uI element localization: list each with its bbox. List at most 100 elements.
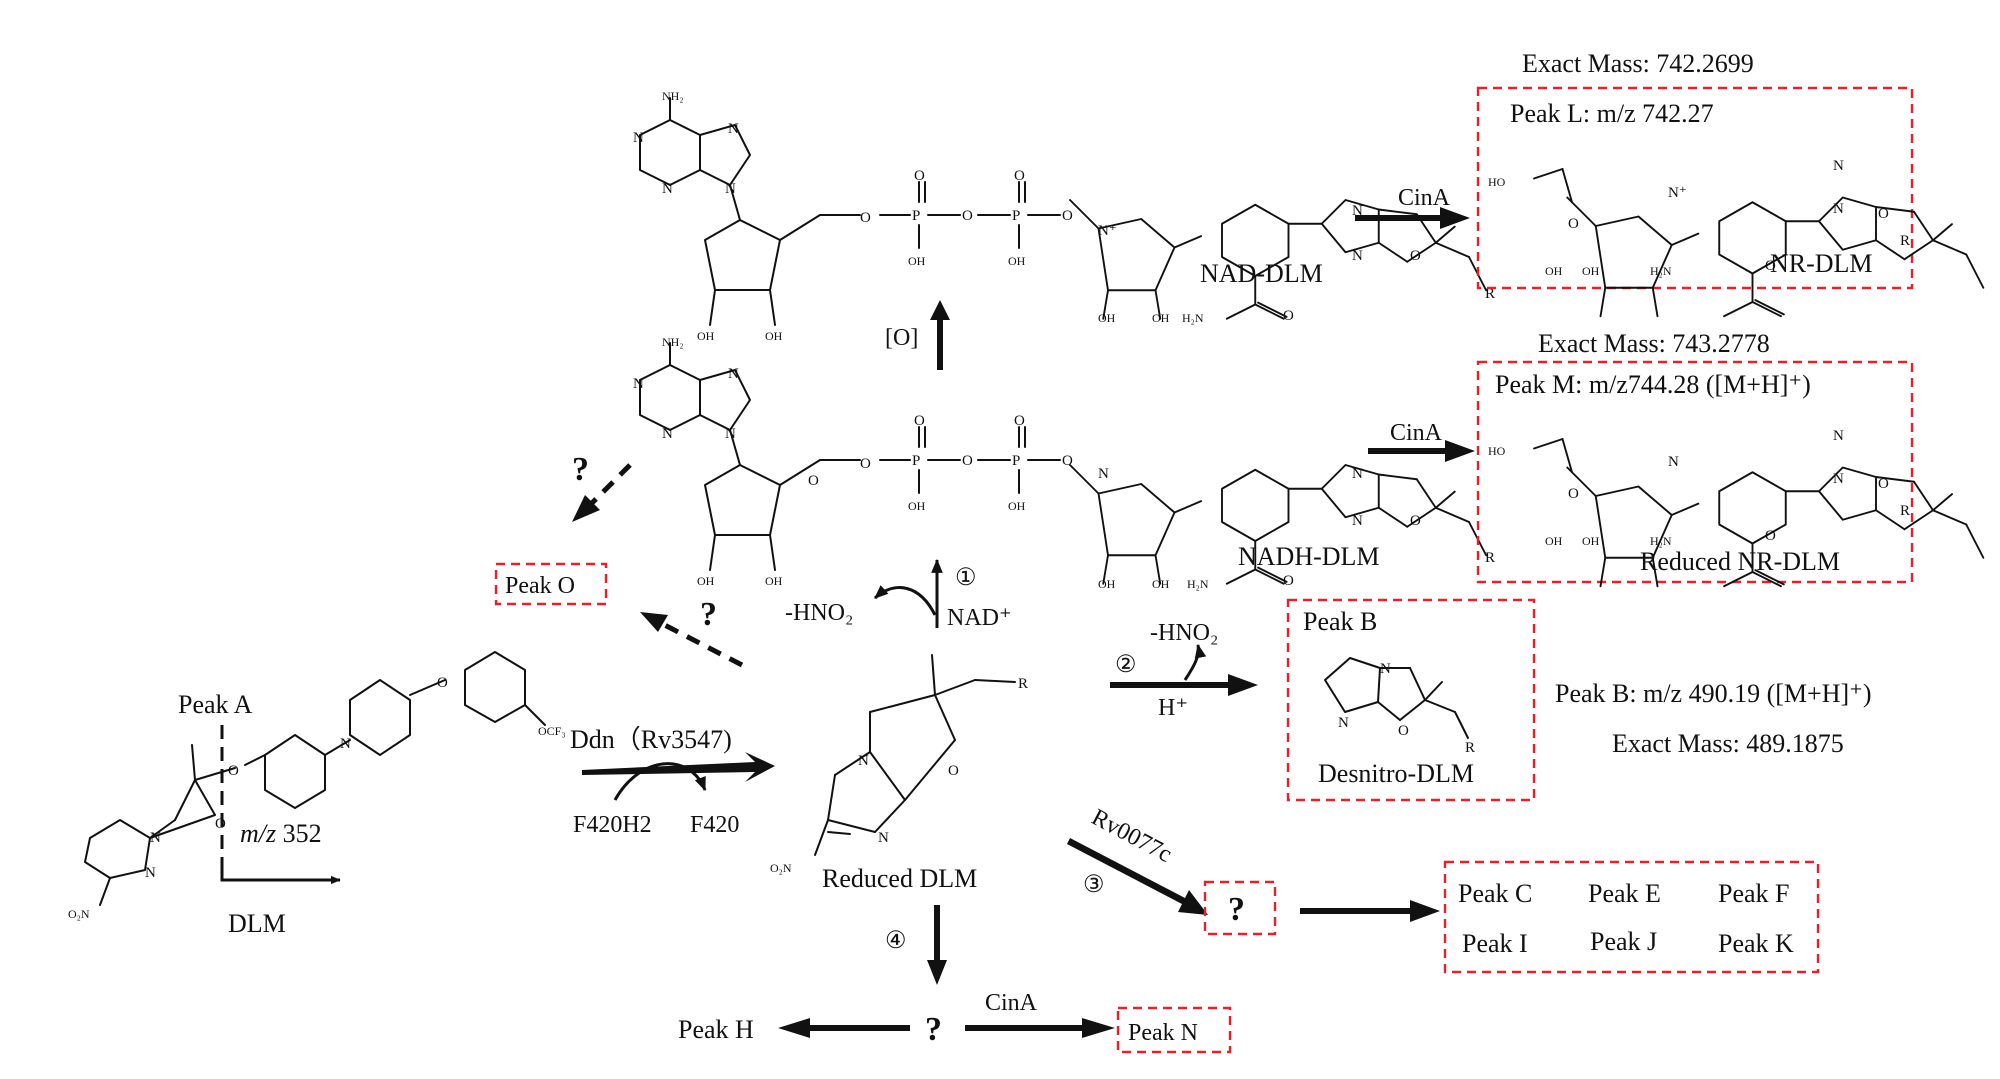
nad-nh2-atom: NH₂ bbox=[662, 89, 684, 103]
nad-amide-o: O bbox=[1283, 308, 1294, 324]
nad-n3-atom: N bbox=[728, 121, 739, 137]
f420-curved-arrow bbox=[613, 762, 707, 801]
unknown-box-step3 bbox=[1203, 880, 1277, 936]
nr-amide-o: O bbox=[1765, 258, 1776, 274]
cina-label-top: CinA bbox=[1398, 185, 1451, 211]
nr-imid-o: O bbox=[1878, 206, 1889, 222]
rnr-h2n: H₂N bbox=[1650, 534, 1672, 548]
nad-p1: P bbox=[912, 208, 920, 224]
mz352-label: m/z 352 bbox=[240, 819, 322, 848]
hno2-label-2: -HNO₂ bbox=[1150, 620, 1218, 646]
nadh-oh-2: OH bbox=[765, 574, 783, 588]
nad-oh-1: OH bbox=[697, 329, 715, 343]
step3-marker: ③ bbox=[1083, 872, 1105, 898]
cina-label-mid: CinA bbox=[1390, 420, 1443, 446]
nad-n1-atom: N bbox=[633, 130, 644, 146]
peak-f-label: Peak F bbox=[1718, 879, 1790, 908]
nad-o3: O bbox=[1062, 208, 1073, 224]
nadh-oh-1: OH bbox=[697, 574, 715, 588]
mz352-value: 352 bbox=[283, 819, 322, 848]
nr-r-atom: R bbox=[1900, 233, 1910, 249]
desnitro-box bbox=[1286, 598, 1536, 802]
nr-dlm-label: NR-DLM bbox=[1770, 249, 1873, 278]
nadh-n3-atom: N bbox=[728, 366, 739, 382]
mz352-arrow bbox=[220, 860, 341, 885]
nad-plus-label: NAD⁺ bbox=[947, 605, 1012, 631]
nad-oh-4: OH bbox=[1152, 311, 1170, 325]
peak-c-label: Peak C bbox=[1458, 879, 1532, 908]
f420-label: F420 bbox=[690, 812, 739, 838]
peak-m-label: Peak M: m/z744.28 ([M+H]⁺) bbox=[1495, 370, 1811, 399]
nr-dlm-atoms: HO O N⁺ OH OH H₂N O N N O R bbox=[1488, 158, 1910, 278]
dlm-n2-atom: N bbox=[145, 865, 156, 881]
nadh-oh-p2: OH bbox=[1008, 499, 1026, 513]
nadh-imid-o: O bbox=[1410, 513, 1421, 529]
rnr-o-ring: O bbox=[1568, 486, 1579, 502]
dlm-o3-atom: O bbox=[437, 675, 448, 691]
nadh-n-nic: N bbox=[1098, 466, 1109, 482]
rnr-imid-n2: N bbox=[1833, 471, 1844, 487]
nadh-n1-atom: N bbox=[633, 376, 644, 392]
nadh-amide-o: O bbox=[1283, 573, 1294, 589]
cina-arrow-mid bbox=[1368, 440, 1475, 462]
reduced-o2n-atom: O₂N bbox=[770, 861, 792, 875]
desnitro-r: R bbox=[1465, 740, 1475, 756]
question-mark-step3: ? bbox=[1228, 891, 1245, 928]
nadh-dlm-atoms: NH₂ N N N N O O P O P O O O OH OH OH OH … bbox=[633, 335, 1495, 591]
desnitro-label: Desnitro-DLM bbox=[1318, 759, 1474, 788]
nad-oh-2: OH bbox=[765, 329, 783, 343]
nad-n2-atom: N bbox=[662, 181, 673, 197]
nadh-imid-n2: N bbox=[1352, 513, 1363, 529]
reduced-o-atom: O bbox=[948, 763, 959, 779]
exact-mass-m: Exact Mass: 743.2778 bbox=[1538, 329, 1770, 358]
nadh-oh-3: OH bbox=[1098, 577, 1116, 591]
dashed-arrow-head-peak-o bbox=[640, 612, 668, 632]
nr-nplus: N⁺ bbox=[1668, 185, 1687, 201]
question-mark-peak-o: ? bbox=[700, 596, 717, 633]
reduced-n2-atom: N bbox=[878, 830, 889, 846]
mz352-prefix: m/z bbox=[240, 819, 276, 848]
step1-marker: ① bbox=[955, 565, 977, 591]
dlm-o-atom: O bbox=[228, 763, 239, 779]
nad-imid-n1: N bbox=[1352, 203, 1363, 219]
nr-imid-n2: N bbox=[1833, 201, 1844, 217]
peak-i-label: Peak I bbox=[1462, 929, 1528, 958]
rnr-imid-n1: N bbox=[1833, 428, 1844, 444]
nad-po1: O bbox=[914, 168, 925, 184]
nadh-po1: O bbox=[914, 413, 925, 429]
nr-oh-1: OH bbox=[1545, 264, 1563, 278]
cina-arrow-bottom bbox=[965, 1018, 1115, 1038]
step2-marker: ② bbox=[1115, 652, 1137, 678]
nr-o-ring: O bbox=[1568, 216, 1579, 232]
question-mark-step4: ? bbox=[925, 1011, 942, 1048]
nadh-o2: O bbox=[962, 453, 973, 469]
step2-arrow bbox=[1110, 674, 1258, 696]
cina-arrow-top bbox=[1355, 207, 1470, 229]
hplus-label: H⁺ bbox=[1158, 695, 1188, 721]
dlm-ocf3-atom: OCF₃ bbox=[538, 724, 566, 738]
reduced-dlm-structure: N O N R O₂N bbox=[770, 654, 1028, 875]
oxidation-arrow bbox=[930, 300, 950, 370]
nadh-n2-atom: N bbox=[662, 426, 673, 442]
nad-p2: P bbox=[1012, 208, 1020, 224]
nad-o2: O bbox=[962, 208, 973, 224]
nad-h2n-atom: H₂N bbox=[1182, 311, 1204, 325]
nad-oh-p1: OH bbox=[908, 254, 926, 268]
step4-marker: ④ bbox=[885, 928, 907, 954]
nr-imid-n1: N bbox=[1833, 158, 1844, 174]
nad-po2: O bbox=[1014, 168, 1025, 184]
nr-dlm-box bbox=[1476, 86, 1914, 290]
nad-oh-p2: OH bbox=[1008, 254, 1026, 268]
rnr-ho-atom: HO bbox=[1488, 444, 1506, 458]
peak-l-label: Peak L: m/z 742.27 bbox=[1510, 99, 1714, 128]
nadh-nh2-atom: NH₂ bbox=[662, 335, 684, 349]
ddn-label: Ddn（Rv3547) bbox=[570, 725, 732, 754]
nad-oh-3: OH bbox=[1098, 311, 1116, 325]
nadh-p2: P bbox=[1012, 453, 1020, 469]
dlm-label: DLM bbox=[228, 909, 286, 938]
nad-n4-atom: N bbox=[725, 181, 736, 197]
peak-b-box-label: Peak B bbox=[1303, 607, 1377, 636]
question-mark-nadh: ? bbox=[572, 451, 589, 488]
nr-h2n: H₂N bbox=[1650, 264, 1672, 278]
